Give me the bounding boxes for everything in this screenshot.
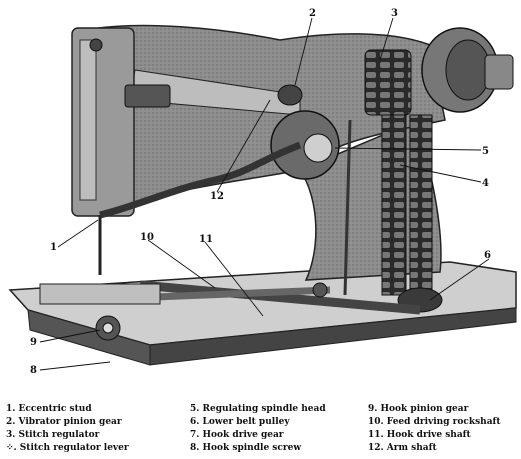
legend-item: 12. Arm shaft xyxy=(368,443,437,453)
callout-4: 4 xyxy=(482,178,489,189)
callout-3: 3 xyxy=(391,8,398,19)
callout-8: 8 xyxy=(30,365,37,376)
legend-column-3: 9. Hook pinion gear 10. Feed driving roc… xyxy=(368,403,501,455)
legend-column-1: 1. Eccentric stud 2. Vibrator pinion gea… xyxy=(6,403,129,455)
machine-head xyxy=(71,27,171,275)
legend-item: 10. Feed driving rockshaft xyxy=(368,417,501,427)
legend-column-2: 5. Regulating spindle head 6. Lower belt… xyxy=(190,403,326,455)
callout-9: 9 xyxy=(30,337,37,348)
machine-bed xyxy=(8,261,517,366)
sewing-machine-drawing: 1 2 3 4 5 6 8 9 10 11 12 xyxy=(8,8,517,376)
callout-2: 2 xyxy=(309,8,316,19)
callout-5: 5 xyxy=(482,146,489,157)
regulating-spindle-disc xyxy=(270,84,340,180)
legend-item: ⁘. Stitch regulator lever xyxy=(6,443,129,453)
hook-assembly xyxy=(39,283,161,341)
legend-item: 6. Lower belt pulley xyxy=(190,417,290,427)
legend-item: 11. Hook drive shaft xyxy=(368,430,471,440)
callout-11: 11 xyxy=(199,234,213,245)
callout-12: 12 xyxy=(210,191,224,202)
leader-lines xyxy=(39,17,490,371)
callout-6: 6 xyxy=(484,250,491,261)
parts-legend: 1. Eccentric stud 2. Vibrator pinion gea… xyxy=(0,400,521,459)
legend-item: 1. Eccentric stud xyxy=(6,404,92,414)
legend-item: 9. Hook pinion gear xyxy=(368,404,469,414)
hand-wheel xyxy=(421,27,514,113)
drive-chain xyxy=(364,49,443,313)
legend-item: 5. Regulating spindle head xyxy=(190,404,326,414)
legend-item: 8. Hook spindle screw xyxy=(190,443,302,453)
callout-10: 10 xyxy=(140,232,154,243)
callout-1: 1 xyxy=(50,242,57,253)
legend-item: 7. Hook drive gear xyxy=(190,430,284,440)
legend-item: 3. Stitch regulator xyxy=(6,430,100,440)
legend-item: 2. Vibrator pinion gear xyxy=(6,417,122,427)
